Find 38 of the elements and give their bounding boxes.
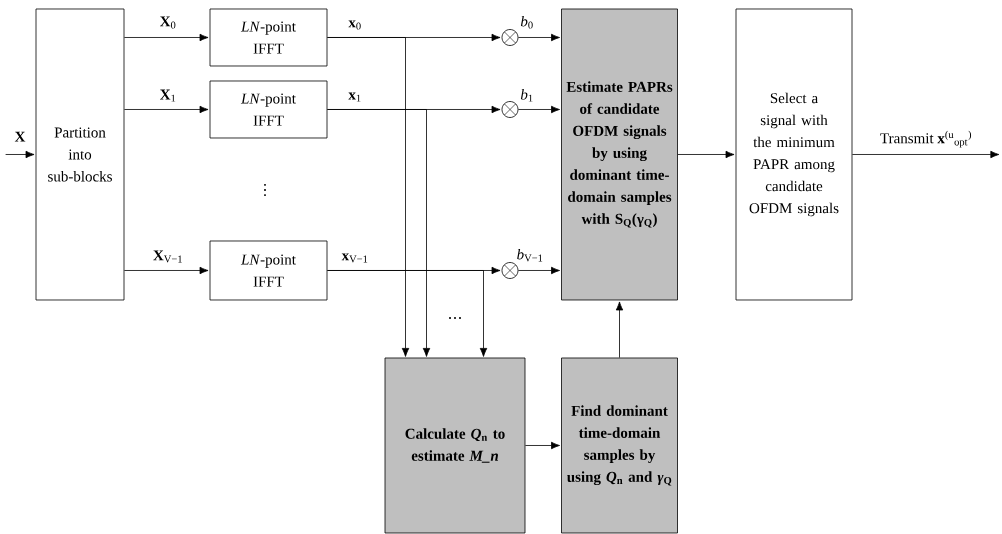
arrow [525, 441, 560, 450]
arrow [518, 33, 560, 42]
process-box: LN-point IFFT [209, 240, 328, 301]
arrow [327, 109, 431, 357]
multiplier-symbol [501, 29, 519, 46]
ellipsis: ⋮ [264, 183, 266, 197]
process-box: Find dominant time-domain samples by using Q$_{n}$ and γ$_{Q}$ [561, 357, 678, 534]
arrow [25, 150, 35, 159]
arrow [518, 105, 560, 114]
arrow [124, 33, 209, 42]
edge-label: X$_{1}$ [160, 89, 176, 102]
ellipsis: … [449, 317, 461, 319]
edge-label: X$_{0}$ [160, 16, 176, 29]
arrow [124, 105, 209, 114]
arrow [852, 150, 1000, 159]
arrow [124, 266, 209, 275]
process-box: Calculate Q$_{n}$ to estimate M_n [384, 357, 526, 534]
process-box: LN-point IFFT [209, 8, 328, 67]
edge-label: b$_{1}$ [520, 89, 533, 102]
process-box: Select a signal with the minimum PAPR among candidate OFDM signals [735, 8, 853, 301]
edge-label: x$_{1}$ [348, 92, 361, 102]
edge-label: x$_{V−1}$ [341, 253, 368, 263]
arrow [327, 270, 488, 357]
process-box: LN-point IFFT [209, 80, 328, 139]
multiplier-symbol [501, 262, 519, 279]
multiplier-symbol [501, 101, 519, 118]
edge-label: X$_{V−1}$ [153, 250, 182, 263]
arrow [615, 301, 624, 358]
edge-label: Transmit x$^{(u}$opt) [880, 130, 972, 148]
edge-label: x$_{0}$ [348, 20, 361, 30]
process-box: Partition into sub-blocks [35, 8, 125, 301]
arrow [677, 150, 735, 159]
arrow [518, 266, 560, 275]
edge-label: X [14, 131, 26, 142]
edge-label: b$_{V−1}$ [517, 248, 543, 262]
process-box: Estimate PAPRs of candidate OFDM signals by using dominant time-domain samples with S$_{Q}$(γ$_{Q}$) [561, 8, 678, 301]
edge-label: b$_{0}$ [520, 15, 533, 29]
arrow [327, 37, 410, 357]
